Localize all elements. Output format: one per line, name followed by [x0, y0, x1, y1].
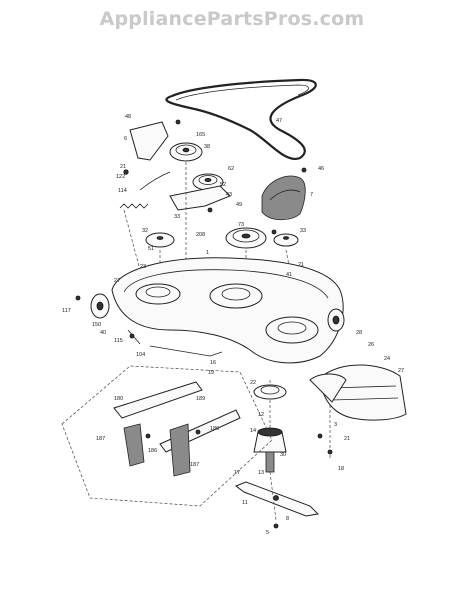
callout-label: 13	[258, 470, 264, 476]
callout-label: 186	[210, 426, 219, 432]
callout-label: 30	[280, 452, 286, 458]
callout-label: 51	[148, 246, 154, 252]
callout-label: 47	[276, 118, 282, 124]
callout-label: 27	[398, 368, 404, 374]
mulch-plate-left	[113, 381, 203, 419]
callout-label: 7	[310, 192, 313, 198]
callout-label: 104	[136, 352, 145, 358]
callout-label: 187	[96, 436, 105, 442]
callout-label: 38	[204, 144, 210, 150]
callout-label: 14	[250, 428, 256, 434]
callout-label: 21	[120, 164, 126, 170]
callout-label: 49	[236, 202, 242, 208]
watermark-logo-text: AppliancePartsPros.com	[99, 8, 365, 30]
mower-deck	[111, 257, 344, 364]
callout-label: 52	[220, 182, 226, 188]
blade-adapter	[253, 384, 287, 400]
callout-label: 21	[298, 262, 304, 268]
belt-cover	[261, 175, 306, 221]
callout-label: 186	[148, 448, 157, 454]
callout-label: 46	[318, 166, 324, 172]
callout-label: 6	[124, 136, 127, 142]
callout-label: 26	[368, 342, 374, 348]
callout-label: 11	[242, 500, 248, 506]
mulch-baffle-right	[169, 423, 191, 477]
idler-arm	[169, 185, 231, 211]
pulley-left	[145, 232, 175, 248]
chute-deflector	[309, 373, 347, 403]
callout-label: 17	[234, 470, 240, 476]
idler-bracket-left	[129, 121, 169, 161]
callout-label: 187	[190, 462, 199, 468]
callout-label: 208	[196, 232, 205, 238]
callout-label: 33	[300, 228, 306, 234]
callout-label: 33	[174, 214, 180, 220]
callout-label: 19	[208, 370, 214, 376]
callout-label: 73	[238, 222, 244, 228]
callout-label: 12	[258, 412, 264, 418]
callout-label: 150	[92, 322, 101, 328]
callout-label: 3	[334, 422, 337, 428]
callout-label: 43	[226, 192, 232, 198]
bolt-hardware	[175, 119, 181, 125]
drive-belt	[165, 78, 317, 161]
callout-label: 32	[142, 228, 148, 234]
accessory-inset-frame	[61, 365, 273, 507]
callout-label: 115	[114, 338, 123, 344]
callout-label: 165	[196, 132, 205, 138]
callout-label: 28	[356, 330, 362, 336]
callout-label: 27	[114, 278, 120, 284]
tension-rod	[139, 171, 171, 191]
callout-label: 21	[344, 436, 350, 442]
callout-label: 24	[384, 356, 390, 362]
callout-label: 8	[286, 516, 289, 522]
callout-label: 189	[196, 396, 205, 402]
callout-label: 48	[125, 114, 131, 120]
callout-label: 180	[114, 396, 123, 402]
callout-label: 1	[206, 250, 209, 256]
callout-label: 23	[140, 264, 146, 270]
deck-spindle-left	[135, 283, 181, 305]
callout-label: 22	[250, 380, 256, 386]
mulch-baffle-left	[123, 423, 145, 467]
callout-label: 117	[62, 308, 71, 314]
pulley-right	[273, 233, 299, 247]
callout-label: 114	[118, 188, 127, 194]
deck-link-rod	[149, 345, 223, 357]
deck-spindle-right	[265, 316, 319, 344]
callout-label: 5	[266, 530, 269, 536]
tension-spring	[119, 203, 149, 209]
callout-label: 62	[228, 166, 234, 172]
callout-label: 18	[338, 466, 344, 472]
callout-label: 40	[100, 330, 106, 336]
callout-label: 41	[286, 272, 292, 278]
callout-label: 16	[210, 360, 216, 366]
deck-spindle-center	[209, 283, 263, 309]
callout-label: 122	[116, 174, 125, 180]
